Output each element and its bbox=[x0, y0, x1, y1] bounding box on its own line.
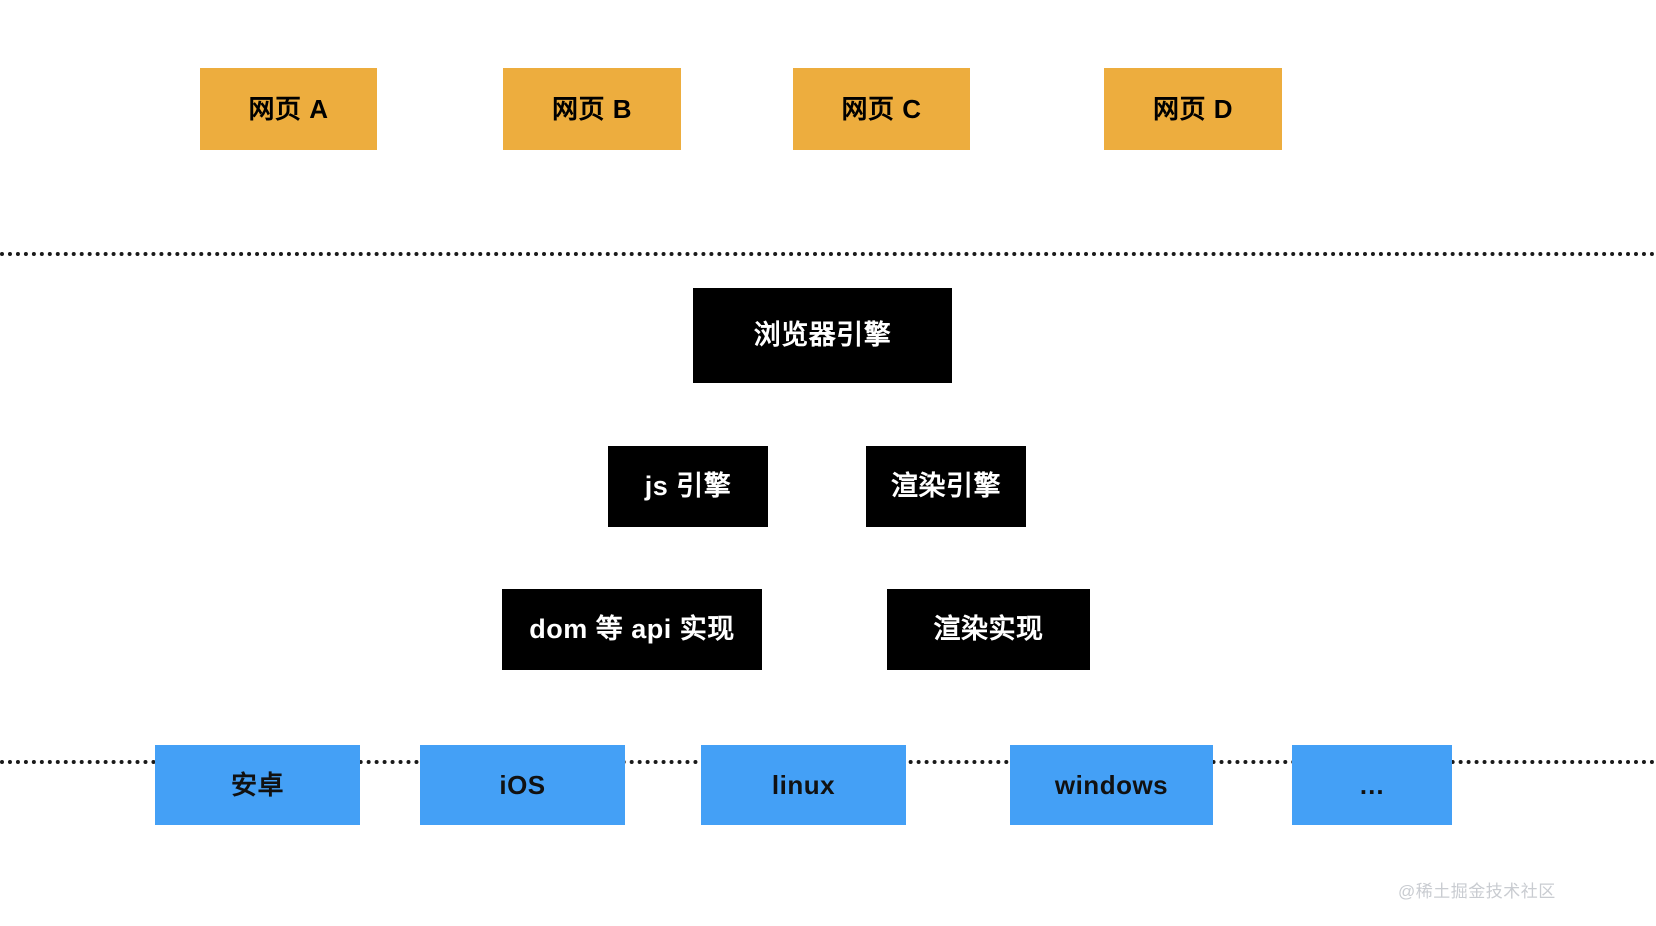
os-box-android: 安卓 bbox=[155, 745, 360, 825]
dom-api-impl-box: dom 等 api 实现 bbox=[502, 589, 762, 670]
js-engine-box: js 引擎 bbox=[608, 446, 768, 527]
page-box-d: 网页 D bbox=[1104, 68, 1282, 150]
os-box-linux: linux bbox=[701, 745, 906, 825]
os-box-more: … bbox=[1292, 745, 1452, 825]
os-box-windows: windows bbox=[1010, 745, 1213, 825]
browser-engine-box: 浏览器引擎 bbox=[693, 288, 952, 383]
page-box-b: 网页 B bbox=[503, 68, 681, 150]
divider-pages-engine bbox=[0, 252, 1656, 256]
page-box-c: 网页 C bbox=[793, 68, 970, 150]
render-impl-box: 渲染实现 bbox=[887, 589, 1090, 670]
os-box-ios: iOS bbox=[420, 745, 625, 825]
render-engine-box: 渲染引擎 bbox=[866, 446, 1026, 527]
page-box-a: 网页 A bbox=[200, 68, 377, 150]
watermark: @稀土掘金技术社区 bbox=[1398, 882, 1556, 901]
